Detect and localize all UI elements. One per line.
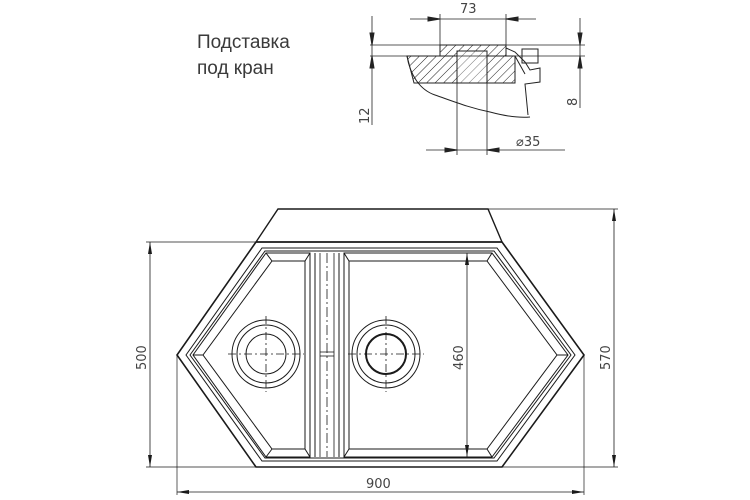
caption-line-1: Подставка <box>197 32 290 53</box>
faucet-stand-caption: Подставка под кран <box>197 30 290 82</box>
sink-plan <box>146 208 618 495</box>
dim-900-label: 900 <box>366 477 391 492</box>
dim-8-label: 8 <box>566 98 581 106</box>
dimension-arrowheads <box>148 209 616 494</box>
dim-570-label: 570 <box>599 345 614 370</box>
dim-12-label: 12 <box>358 107 373 124</box>
caption-line-2: под кран <box>197 58 274 79</box>
dim-460-label: 460 <box>452 345 467 370</box>
dim-diameter-35-label: ⌀35 <box>516 135 540 150</box>
dim-500-label: 500 <box>135 345 150 370</box>
dim-73-label: 73 <box>460 2 477 17</box>
faucet-stand-section <box>369 14 585 155</box>
